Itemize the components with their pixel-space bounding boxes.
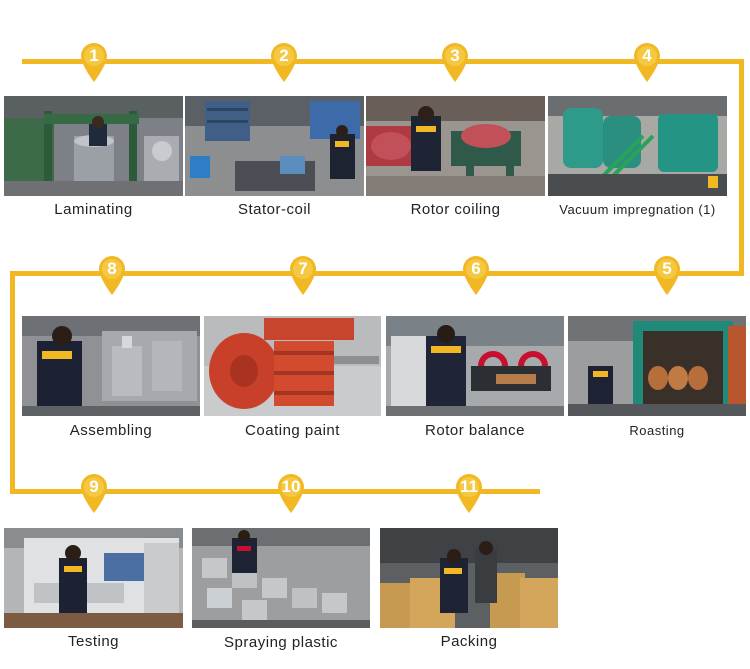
rotor-coiling-photo: [366, 96, 545, 196]
step-9-number: 9: [89, 477, 99, 496]
coating-paint-photo: [204, 316, 381, 416]
step-3-label: Rotor coiling: [410, 201, 501, 218]
step-8-label: Assembling: [69, 422, 153, 439]
step-11-label: Packing: [440, 633, 498, 650]
flow-line-right-connector: [739, 59, 744, 276]
flow-line-left-connector: [10, 271, 15, 494]
step-1-number: 1: [89, 46, 99, 65]
step-7-marker: 7: [288, 254, 318, 296]
step-3-number: 3: [450, 46, 460, 65]
step-1-label: Laminating: [54, 201, 133, 218]
flow-line-row2: [10, 271, 744, 276]
step-10-number: 10: [281, 477, 301, 496]
step-2-label: Stator-coil: [237, 201, 312, 218]
step-4-marker: 4: [632, 41, 662, 83]
step-9-label: Testing: [67, 633, 120, 650]
step-6-number: 6: [471, 259, 481, 278]
step-2-marker: 2: [269, 41, 299, 83]
spraying-plastic-photo: [192, 528, 370, 628]
step-7-label: Coating paint: [245, 422, 340, 439]
step-5-marker: 5: [652, 254, 682, 296]
step-4-label: Vacuum impregnation (1): [559, 202, 716, 217]
step-6-marker: 6: [461, 254, 491, 296]
step-3-marker: 3: [440, 41, 470, 83]
step-4-number: 4: [642, 46, 652, 65]
step-6-label: Rotor balance: [425, 422, 525, 439]
flow-line-row3: [10, 489, 540, 494]
step-7-number: 7: [298, 259, 308, 278]
step-5-number: 5: [662, 259, 672, 278]
flow-line-row1: [22, 59, 744, 64]
step-8-marker: 8: [97, 254, 127, 296]
laminating-photo: [4, 96, 183, 196]
step-2-number: 2: [279, 46, 289, 65]
step-9-marker: 9: [79, 472, 109, 514]
testing-photo: [4, 528, 183, 628]
step-10-label: Spraying plastic: [224, 634, 338, 651]
roasting-photo: [568, 316, 746, 416]
step-11-number: 11: [460, 477, 478, 496]
stator-coil-photo: [185, 96, 364, 196]
assembling-photo: [22, 316, 200, 416]
step-8-number: 8: [107, 259, 117, 278]
step-10-marker: 10: [276, 472, 306, 514]
step-5-label: Roasting: [629, 423, 685, 438]
packing-photo: [380, 528, 558, 628]
step-1-marker: 1: [79, 41, 109, 83]
rotor-balance-photo: [386, 316, 564, 416]
step-11-marker: 11: [454, 472, 484, 514]
vacuum-impregnation-photo: [548, 96, 727, 196]
